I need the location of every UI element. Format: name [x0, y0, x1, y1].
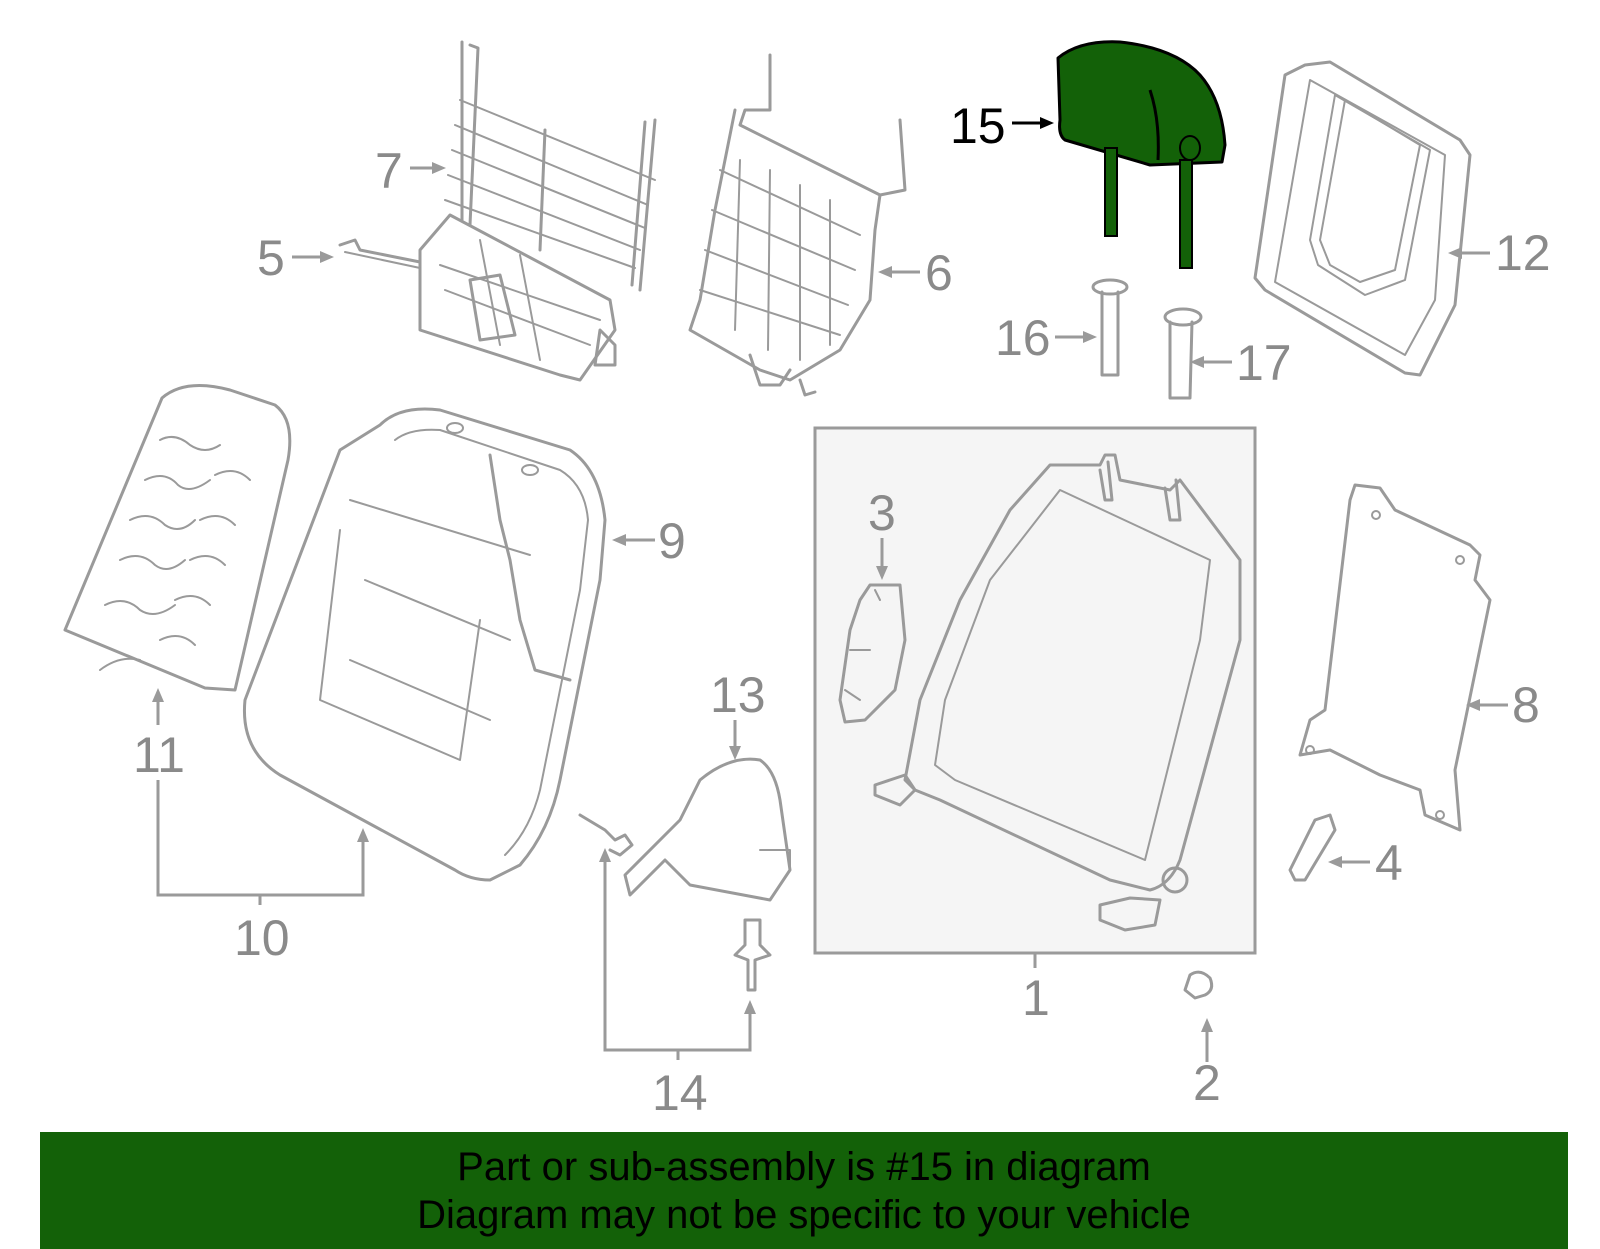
callout-6: 6: [925, 245, 953, 301]
part-1-seat-back-frame-assembly: [813, 426, 1257, 955]
part-16-guide: [1091, 278, 1129, 377]
info-banner: Part or sub-assembly is #15 in diagram D…: [40, 1132, 1568, 1249]
part-12-back-panel: [1253, 60, 1472, 377]
part-2-bolt: [1183, 970, 1214, 1000]
leader-lines: [152, 117, 1508, 1062]
part-11-seat-pad: [63, 384, 292, 692]
callout-11: 11: [133, 727, 185, 783]
callout-10: 10: [234, 910, 290, 966]
banner-line-2: Diagram may not be specific to your vehi…: [417, 1192, 1191, 1237]
callout-4: 4: [1375, 835, 1403, 891]
callout-3: 3: [868, 485, 896, 541]
callout-15: 15: [950, 98, 1006, 154]
callout-13: 13: [710, 667, 766, 723]
part-13-side-cover: [623, 757, 792, 902]
part-8-back-board: [1298, 483, 1492, 832]
callout-14: 14: [652, 1065, 708, 1121]
banner-line-1: Part or sub-assembly is #15 in diagram: [457, 1144, 1151, 1189]
callout-12: 12: [1495, 225, 1551, 281]
callout-7: 7: [375, 143, 403, 199]
part-17-guide: [1163, 307, 1203, 400]
callout-8: 8: [1512, 677, 1540, 733]
part-9-seat-back-cover: [242, 407, 607, 882]
part-15-headrest: [1056, 40, 1227, 269]
part-14-clips: [578, 813, 772, 992]
callout-2: 2: [1193, 1055, 1221, 1111]
part-7-frame-wires: [418, 40, 657, 382]
callout-5: 5: [257, 230, 285, 286]
callout-1: 1: [1022, 970, 1050, 1026]
part-3-bracket: [838, 583, 907, 724]
part-5-cable: [338, 238, 422, 269]
part-4-clip: [1288, 813, 1337, 882]
callout-9: 9: [658, 513, 686, 569]
callout-numbers: 7 5 6 15 12 16 17 9 3 13 8 11 10 4 14 1 …: [133, 98, 1551, 1121]
callout-16: 16: [995, 310, 1051, 366]
callout-17: 17: [1236, 335, 1292, 391]
part-6-lumbar-support: [688, 53, 907, 397]
